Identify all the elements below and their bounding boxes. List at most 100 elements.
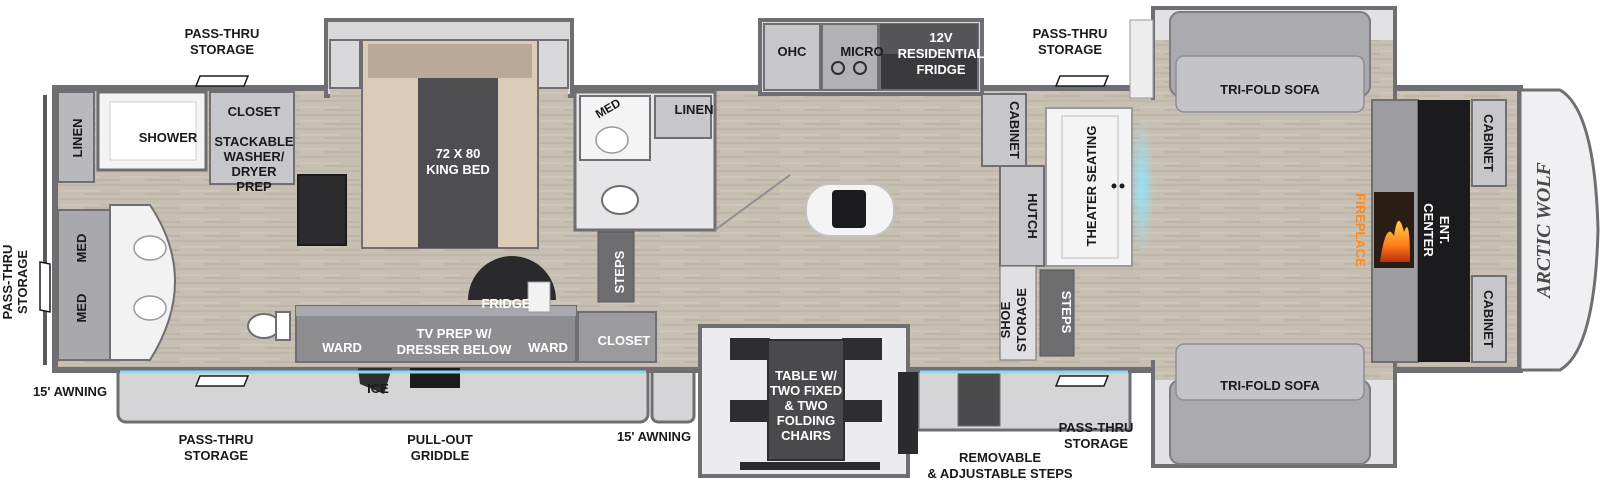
top-sofa-slide-wedge — [1129, 19, 1154, 99]
label-theater: THEATER SEATING — [1084, 126, 1099, 247]
pass-thru-door-bottom-right — [1054, 375, 1110, 387]
label-sofa-top: TRI-FOLD SOFA — [1220, 82, 1320, 97]
dining-chair-top-left — [730, 338, 770, 360]
hutch — [999, 165, 1045, 267]
label-med-2: MED — [74, 294, 89, 323]
dining-chair-bottom-right — [842, 400, 882, 422]
linen-cabinet-bath — [57, 91, 95, 183]
label-pass-thru-bottom-right-2: STORAGE — [1064, 436, 1128, 451]
label-med-1: MED — [74, 234, 89, 263]
living-area — [1169, 11, 1507, 465]
label-table-4: FOLDING — [777, 413, 836, 428]
label-pass-thru-left-1: PASS-THRU — [0, 245, 15, 320]
label-ohc: OHC — [778, 44, 808, 59]
label-pass-thru-bottom-left-2: STORAGE — [184, 448, 248, 463]
theater-cupholder-1 — [1111, 183, 1117, 189]
label-bed-2: KING BED — [426, 162, 490, 177]
label-hutch: HUTCH — [1025, 193, 1040, 239]
pass-thru-door-top-left — [194, 75, 250, 87]
label-shower: SHOWER — [139, 130, 198, 145]
label-fridge-small: FRIDGE — [481, 296, 530, 311]
island-sink — [832, 190, 866, 228]
sink-left-2 — [133, 295, 167, 321]
kitchen — [763, 23, 1154, 454]
closet-washer — [209, 91, 295, 185]
half-bath — [573, 90, 791, 363]
wardrobe-top — [296, 306, 576, 316]
label-washer-2: WASHER/ — [224, 149, 285, 164]
label-ent-center-2: CENTER — [1421, 203, 1436, 257]
label-closet-bath: CLOSET — [228, 104, 281, 119]
label-griddle-1: PULL-OUT — [407, 432, 473, 447]
front-cap — [1518, 88, 1600, 372]
label-micro: MICRO — [840, 44, 883, 59]
stove-micro — [821, 23, 879, 91]
label-table-3: & TWO — [784, 398, 827, 413]
label-fridge-main-1: 12V — [929, 30, 952, 45]
steps-entry — [1039, 269, 1075, 357]
label-washer-1: STACKABLE — [214, 134, 294, 149]
label-cabinet-kitchen: CABINET — [1007, 101, 1022, 159]
label-removable-steps-1: REMOVABLE — [959, 450, 1041, 465]
theater-glow — [1130, 116, 1154, 256]
dining-chair-top-right — [842, 338, 882, 360]
label-fireplace: FIREPLACE — [1353, 193, 1368, 267]
toilet-half-bath — [601, 185, 639, 215]
label-pass-thru-top-left-2: STORAGE — [190, 42, 254, 57]
label-steps-entry: STEPS — [1059, 291, 1074, 334]
pass-thru-door-top-right — [1054, 75, 1110, 87]
label-table-5: CHAIRS — [781, 428, 831, 443]
sofa-top-seat — [1175, 55, 1365, 113]
label-table-1: TABLE W/ — [775, 368, 837, 383]
shower-pan — [109, 101, 197, 161]
sofa-bottom-seat — [1175, 343, 1365, 401]
label-ward-right: WARD — [528, 340, 568, 355]
king-bed-pillows — [368, 44, 532, 78]
label-pass-thru-top-right-2: STORAGE — [1038, 42, 1102, 57]
label-pass-thru-top-left-1: PASS-THRU — [185, 26, 260, 41]
dinette-floor-strip — [740, 462, 880, 470]
burner-2 — [853, 61, 867, 75]
label-linen-half-bath: LINEN — [675, 102, 714, 117]
bottom-slide-bar-mid — [650, 364, 696, 424]
pass-thru-door-bottom-left — [194, 375, 250, 387]
label-pass-thru-left-2: STORAGE — [15, 250, 30, 314]
cabinet-front-top — [1471, 99, 1507, 187]
nightstand-right — [537, 39, 569, 89]
dinette — [730, 338, 882, 470]
vanity — [57, 209, 111, 361]
linen-half-bath — [654, 95, 712, 139]
label-tv-prep-1: TV PREP W/ — [417, 326, 492, 341]
label-closet-mid: CLOSET — [598, 333, 651, 348]
label-bed-1: 72 X 80 — [436, 146, 481, 161]
label-ward-left: WARD — [322, 340, 362, 355]
label-fridge-main-2: RESIDENTIAL — [898, 46, 985, 61]
label-shoe-storage-2: STORAGE — [1014, 288, 1029, 352]
entry-removable-steps — [957, 371, 1001, 427]
label-tv-prep-2: DRESSER BELOW — [397, 342, 513, 357]
nightstand-left — [329, 39, 361, 89]
cabinet-kitchen — [981, 93, 1027, 167]
label-cabinet-front-top: CABINET — [1481, 114, 1496, 172]
label-griddle-2: GRIDDLE — [411, 448, 470, 463]
pass-thru-door-left — [39, 261, 51, 313]
label-ent-center-1: ENT. — [1437, 216, 1452, 244]
half-bath-door — [714, 174, 791, 231]
bedroom — [295, 39, 577, 394]
logo-arctic-wolf: ARCTIC WOLF — [1533, 161, 1555, 299]
label-pass-thru-bottom-left-1: PASS-THRU — [179, 432, 254, 447]
steps-mid — [597, 231, 635, 303]
tv-bedroom — [297, 174, 347, 246]
label-awning-mid: 15' AWNING — [617, 429, 691, 444]
label-pass-thru-top-right-1: PASS-THRU — [1033, 26, 1108, 41]
pass-thru-doors — [39, 75, 1110, 387]
residential-fridge-top — [880, 24, 978, 54]
ent-center — [1418, 100, 1470, 362]
fridge-small-sink — [527, 281, 551, 313]
label-linen-bath: LINEN — [70, 119, 85, 158]
theater-cupholder-2 — [1119, 183, 1125, 189]
label-washer-3: DRYER — [231, 164, 277, 179]
ice-maker — [358, 368, 392, 394]
ohc-cabinet — [763, 23, 821, 91]
